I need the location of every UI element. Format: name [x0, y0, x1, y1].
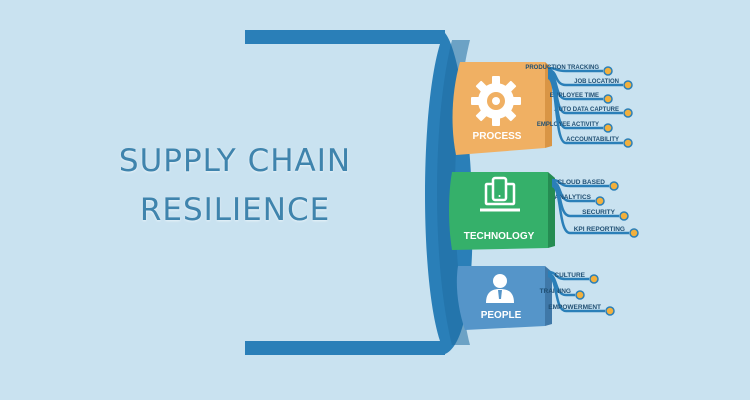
branch-connector [547, 72, 623, 115]
branch-dot [623, 138, 633, 148]
branch-item-label: EMPLOYEE TIME [550, 93, 599, 99]
branch-item-label: CLOUD BASED [557, 179, 605, 186]
branch-item-label: PRODUCTION TRACKING [525, 65, 599, 71]
branch-dot [619, 211, 629, 221]
gear-icon [471, 76, 521, 126]
branch-item-label: ACCOUNTABILITY [566, 137, 619, 143]
branch-connector [551, 182, 619, 218]
branch-dot [589, 274, 599, 284]
branch-connector [547, 76, 623, 145]
people-label: PEOPLE [481, 310, 522, 321]
devices-icon [480, 176, 520, 212]
branch-connector [551, 184, 629, 235]
branch-connector [547, 68, 623, 87]
branch-item-label: ANALYTICS [554, 194, 591, 201]
branch-item-label: EMPOWERMENT [548, 304, 601, 311]
branch-item-label: SECURITY [582, 209, 616, 216]
bracket-top-bar [245, 30, 445, 44]
branch-connector [547, 272, 575, 297]
branch-connector [547, 70, 603, 101]
title-line-2: RESILIENCE [139, 192, 331, 228]
bracket-frame [245, 30, 473, 355]
branch-item-label: CULTURE [554, 272, 585, 279]
technology-panel: TECHNOLOGY [449, 172, 555, 250]
branch-connector [551, 178, 609, 188]
branch-connector [547, 270, 589, 281]
branch-dot [575, 290, 585, 300]
branch-dot [623, 108, 633, 118]
branch-items: PRODUCTION TRACKING JOB LOCATION EMPLOYEE … [525, 65, 639, 316]
branch-item-label: KPI REPORTING [574, 226, 625, 233]
branch-dot [603, 94, 613, 104]
branch-item-label: AUTO DATA CAPTURE [554, 107, 619, 113]
branch-connector [551, 180, 595, 203]
process-label: PROCESS [473, 131, 522, 142]
branch-dot [609, 181, 619, 191]
people-panel-fold [545, 266, 552, 326]
people-panel: PEOPLE [456, 266, 552, 330]
branch-dot [629, 228, 639, 238]
branch-dot [595, 196, 605, 206]
branch-dot [603, 66, 613, 76]
branch-dot [603, 123, 613, 133]
title-line-1: SUPPLY CHAIN [118, 143, 352, 179]
branch-item-label: EMPLOYEE ACTIVITY [537, 122, 599, 128]
branch-connector [547, 274, 605, 313]
branch-dot [605, 306, 615, 316]
technology-panel-fold [548, 172, 555, 248]
branch-dot [623, 80, 633, 90]
technology-label: TECHNOLOGY [464, 231, 535, 242]
process-panel-fold [545, 62, 552, 148]
branch-item-label: JOB LOCATION [574, 79, 619, 85]
bracket-bottom-bar [245, 341, 445, 355]
person-icon [486, 274, 514, 303]
branch-connector [547, 66, 603, 73]
process-panel: PROCESS [452, 62, 552, 155]
